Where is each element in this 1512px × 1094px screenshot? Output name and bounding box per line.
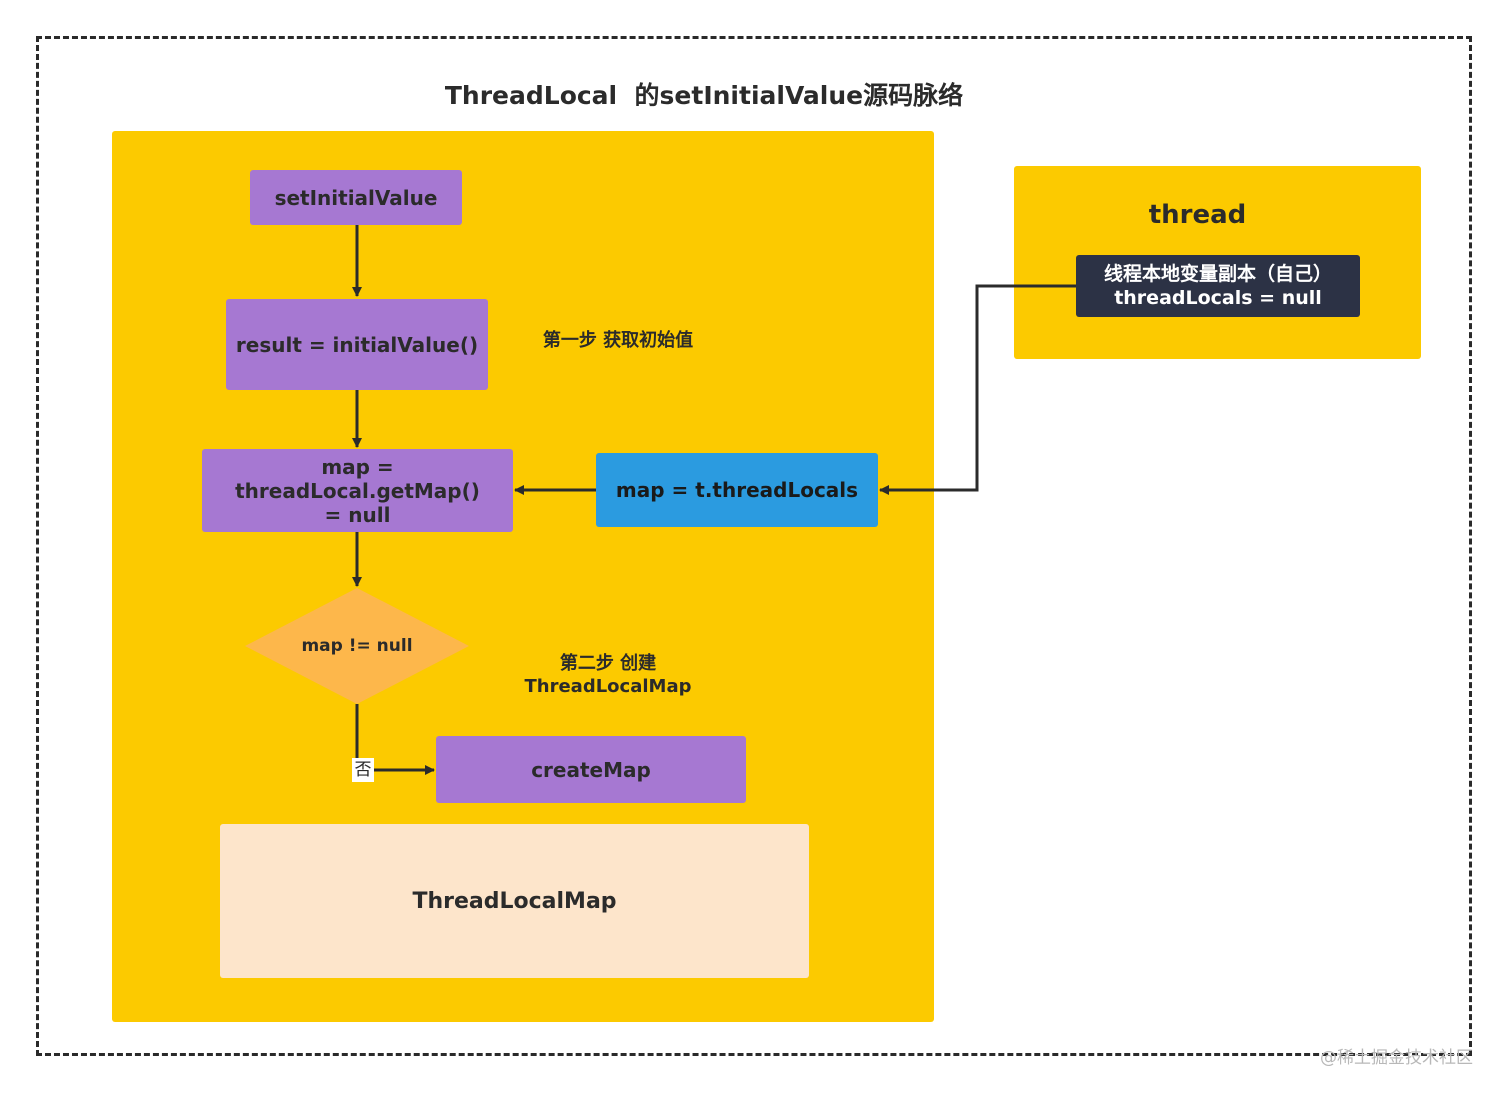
- thread-locals-map-node: map = t.threadLocals: [596, 453, 878, 527]
- decision-diamond: [245, 588, 469, 704]
- arrow-thread-to-threadlocals: [879, 284, 1076, 495]
- get-map-line3: = null: [324, 502, 391, 527]
- result-initial-value-node: result = initialValue(): [226, 299, 488, 390]
- get-map-line2: threadLocal.getMap(): [235, 478, 480, 503]
- set-initial-value-node: setInitialValue: [250, 170, 462, 225]
- watermark: @稀土掘金技术社区: [1320, 1048, 1473, 1068]
- result-initial-value-label: result = initialValue(): [235, 332, 479, 357]
- thread-locals-box-line2: threadLocals = null: [1114, 287, 1322, 309]
- diagram-title: ThreadLocal 的setInitialValue源码脉络: [444, 81, 964, 110]
- step2-label-line2: ThreadLocalMap: [524, 676, 692, 697]
- thread-locals-box: 线程本地变量副本（自己） threadLocals = null: [1076, 255, 1360, 317]
- set-initial-value-label: setInitialValue: [274, 185, 438, 210]
- thread-local-map-node: ThreadLocalMap: [220, 824, 809, 978]
- thread-locals-box-line1: 线程本地变量副本（自己）: [1103, 263, 1332, 285]
- create-map-node: createMap: [436, 736, 746, 803]
- step1-label: 第一步 获取初始值: [542, 330, 694, 351]
- create-map-label: createMap: [531, 757, 651, 782]
- thread-locals-map-label: map = t.threadLocals: [615, 478, 859, 502]
- thread-local-map-label: ThreadLocalMap: [412, 888, 617, 914]
- thread-title: thread: [1148, 200, 1247, 230]
- outer-dashed-border: [36, 36, 1472, 1056]
- get-map-node: map = threadLocal.getMap() = null: [202, 449, 513, 532]
- step2-label: 第二步 创建 ThreadLocalMap: [518, 652, 698, 698]
- step2-label-line1: 第二步 创建: [559, 653, 657, 674]
- decision-label: map != null: [301, 636, 413, 656]
- no-branch-label: 否: [352, 758, 374, 782]
- get-map-line1: map =: [321, 454, 394, 479]
